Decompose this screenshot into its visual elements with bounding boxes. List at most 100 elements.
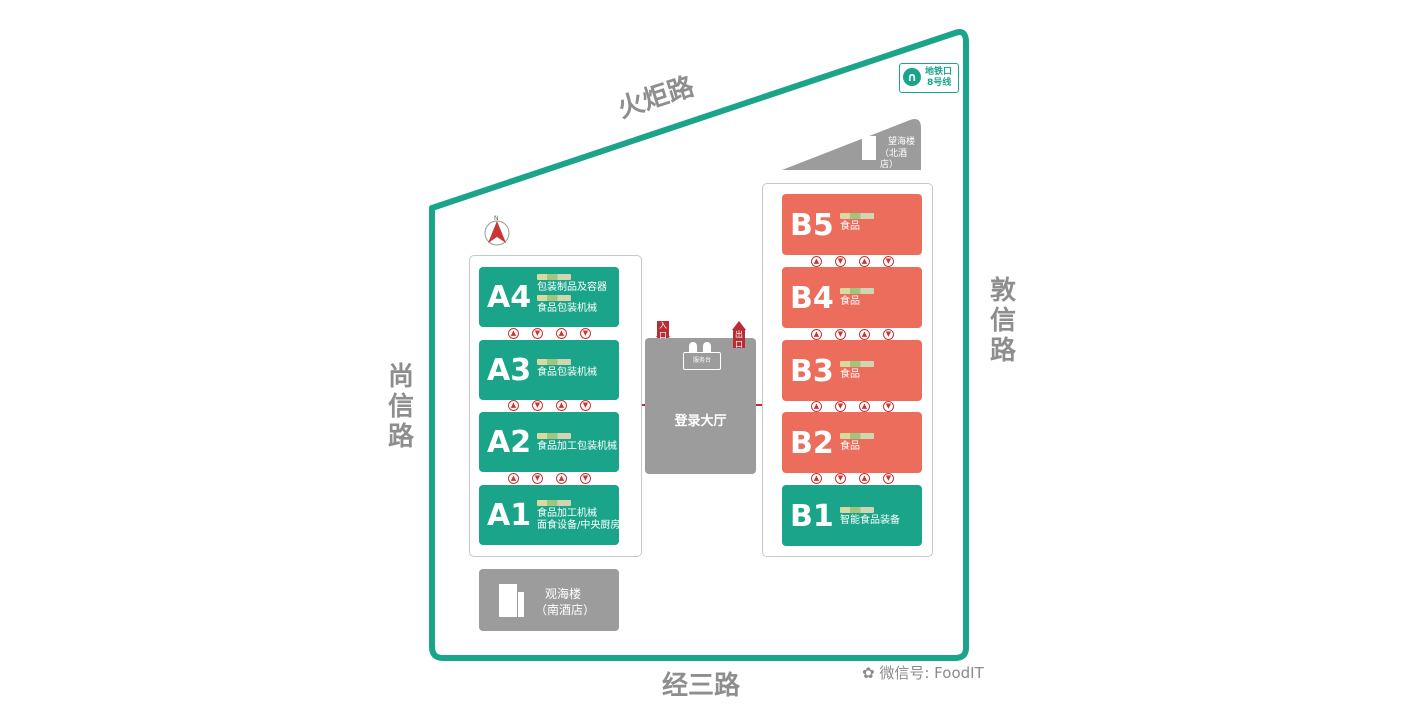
exhibit-logo bbox=[840, 288, 874, 294]
building-icon bbox=[499, 584, 517, 617]
site-boundary bbox=[429, 29, 969, 661]
hall-b1[interactable]: B1 智能食品装备 bbox=[782, 485, 922, 546]
road-west-label: 尚信路 bbox=[387, 362, 414, 452]
hall-b5-line1: 食品 bbox=[840, 221, 860, 232]
hall-b3-info: 食品 bbox=[840, 360, 874, 381]
exhibit-logo bbox=[537, 359, 571, 365]
south-hotel: 观海楼 （南酒店） bbox=[479, 569, 619, 631]
exhibit-logo bbox=[840, 213, 874, 219]
hall-b4-info: 食品 bbox=[840, 287, 874, 308]
staff-icon bbox=[689, 342, 697, 352]
svg-text:N: N bbox=[494, 215, 499, 222]
road-south-label: 经三路 bbox=[662, 671, 741, 701]
hall-b2-line1: 食品 bbox=[840, 441, 860, 452]
hall-a3-info: 食品包装机械 bbox=[537, 358, 597, 379]
stair-down-icon: ▼ bbox=[835, 473, 846, 484]
exhibit-logo bbox=[537, 274, 571, 280]
stair-up-icon: ▲ bbox=[508, 400, 519, 411]
hall-b3-line1: 食品 bbox=[840, 369, 860, 380]
exhibit-logo bbox=[840, 433, 874, 439]
hall-b4-code: B4 bbox=[790, 281, 834, 316]
hall-a4-code: A4 bbox=[487, 280, 532, 315]
hall-a4[interactable]: A4 包装制品及容器 食品包装机械 bbox=[479, 267, 619, 327]
watermark-text: 微信号: FoodIT bbox=[879, 664, 984, 682]
hall-b1-info: 智能食品装备 bbox=[840, 506, 900, 527]
hall-a1[interactable]: A1 食品加工机械 面食设备/中央厨房 bbox=[479, 485, 620, 545]
stair-down-icon: ▼ bbox=[883, 329, 894, 340]
hall-b5-code: B5 bbox=[790, 208, 834, 243]
stair-up-icon: ▲ bbox=[556, 473, 567, 484]
hall-a1-line2: 面食设备/中央厨房 bbox=[537, 520, 621, 531]
service-desk-label: 服务台 bbox=[692, 357, 711, 364]
metro-line1: 地铁口 bbox=[925, 67, 953, 77]
hall-b5[interactable]: B5 食品 bbox=[782, 194, 922, 255]
staff-icon bbox=[703, 342, 711, 352]
north-hotel-sub: （北酒店） bbox=[880, 149, 908, 170]
hall-a2[interactable]: A2 食品加工包装机械 bbox=[479, 412, 619, 472]
hall-a3-line1: 食品包装机械 bbox=[537, 367, 597, 378]
exit-label: 出口 bbox=[733, 330, 745, 349]
stair-down-icon: ▼ bbox=[883, 473, 894, 484]
stair-up-icon: ▲ bbox=[811, 256, 822, 267]
north-hotel: 望海楼 （北酒店） bbox=[862, 134, 920, 170]
compass-icon: N bbox=[484, 215, 510, 246]
hall-a4-info: 包装制品及容器 食品包装机械 bbox=[537, 273, 607, 315]
stair-up-icon: ▲ bbox=[811, 329, 822, 340]
hall-a2-code: A2 bbox=[487, 425, 532, 460]
stair-down-icon: ▼ bbox=[580, 328, 591, 339]
north-hotel-name: 望海楼 bbox=[888, 137, 916, 147]
stair-down-icon: ▼ bbox=[580, 473, 591, 484]
exhibit-logo bbox=[537, 295, 571, 301]
hall-b3-code: B3 bbox=[790, 354, 834, 389]
hall-a1-code: A1 bbox=[487, 498, 532, 533]
stair-up-icon: ▲ bbox=[811, 473, 822, 484]
north-hotel-shape bbox=[782, 119, 921, 170]
stair-down-icon: ▼ bbox=[532, 328, 543, 339]
stair-up-icon: ▲ bbox=[859, 329, 870, 340]
stair-down-icon: ▼ bbox=[883, 256, 894, 267]
hall-a4-line2: 食品包装机械 bbox=[537, 303, 597, 314]
service-desk: 服务台 bbox=[683, 352, 721, 370]
stair-down-icon: ▼ bbox=[580, 400, 591, 411]
hall-b2[interactable]: B2 食品 bbox=[782, 412, 922, 473]
hall-b3[interactable]: B3 食品 bbox=[782, 340, 922, 401]
registration-lobby[interactable]: 服务台 登录大厅 bbox=[645, 338, 756, 474]
metro-entrance: ∩ 地铁口 8号线 bbox=[899, 63, 959, 93]
building-icon bbox=[518, 592, 524, 617]
road-east-label: 敦信路 bbox=[989, 276, 1016, 366]
lobby-name: 登录大厅 bbox=[674, 414, 727, 429]
stair-up-icon: ▲ bbox=[811, 401, 822, 412]
stair-up-icon: ▲ bbox=[859, 401, 870, 412]
metro-line2: 8号线 bbox=[927, 78, 952, 88]
hall-b4[interactable]: B4 食品 bbox=[782, 267, 922, 328]
hall-a1-line1: 食品加工机械 bbox=[537, 508, 597, 519]
hall-b2-code: B2 bbox=[790, 426, 834, 461]
hall-a1-info: 食品加工机械 面食设备/中央厨房 bbox=[537, 499, 620, 532]
exit-arrow-icon bbox=[732, 321, 746, 330]
metro-icon: ∩ bbox=[903, 68, 921, 86]
exhibit-logo bbox=[537, 500, 571, 506]
stair-down-icon: ▼ bbox=[835, 256, 846, 267]
exhibit-logo bbox=[840, 507, 874, 513]
stair-up-icon: ▲ bbox=[508, 473, 519, 484]
stair-down-icon: ▼ bbox=[835, 329, 846, 340]
building-icon bbox=[862, 136, 876, 160]
south-hotel-name: 观海楼 bbox=[545, 587, 582, 601]
hall-b5-info: 食品 bbox=[840, 212, 874, 233]
stair-up-icon: ▲ bbox=[859, 473, 870, 484]
stair-down-icon: ▼ bbox=[532, 473, 543, 484]
stair-down-icon: ▼ bbox=[883, 401, 894, 412]
hall-a2-line1: 食品加工包装机械 bbox=[537, 441, 617, 452]
stair-up-icon: ▲ bbox=[508, 328, 519, 339]
exhibit-logo bbox=[840, 361, 874, 367]
south-hotel-sub: （南酒店） bbox=[535, 603, 596, 617]
exhibit-logo bbox=[537, 433, 571, 439]
hall-b4-line1: 食品 bbox=[840, 296, 860, 307]
entrance-label: 入口 bbox=[657, 321, 669, 340]
wechat-icon: ✿ bbox=[862, 664, 875, 682]
hall-a2-info: 食品加工包装机械 bbox=[537, 432, 617, 453]
hall-a3-code: A3 bbox=[487, 353, 532, 388]
stair-up-icon: ▲ bbox=[556, 328, 567, 339]
hall-a3[interactable]: A3 食品包装机械 bbox=[479, 340, 619, 400]
stair-up-icon: ▲ bbox=[859, 256, 870, 267]
